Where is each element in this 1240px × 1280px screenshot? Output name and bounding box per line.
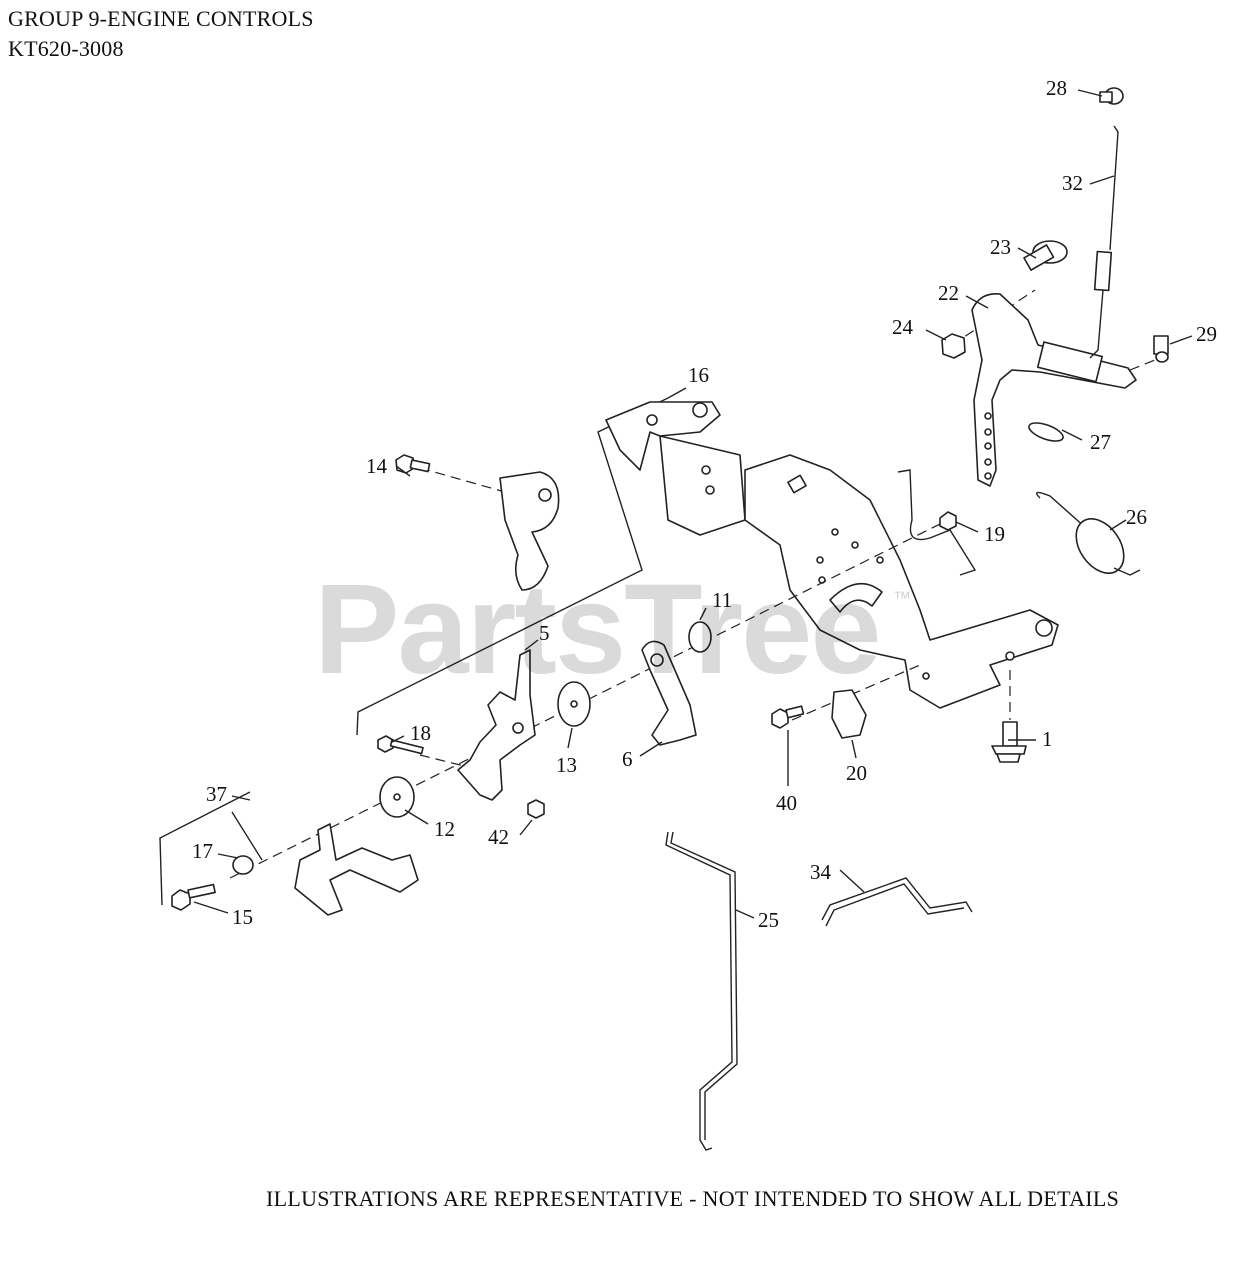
bolt-part-1 bbox=[991, 721, 1027, 763]
callout-26: 26 bbox=[1126, 505, 1147, 529]
washer-part-11 bbox=[688, 621, 712, 653]
partstree-watermark: PartsTree bbox=[314, 558, 881, 701]
engine-model-number: KT620-3008 bbox=[8, 36, 124, 61]
bracket-line-37 bbox=[159, 791, 251, 906]
callout-29: 29 bbox=[1196, 322, 1217, 346]
governor-lever-part-6 bbox=[641, 640, 697, 746]
callout-24: 24 bbox=[892, 315, 913, 339]
pin-part-23 bbox=[1023, 240, 1068, 271]
nut-part-24 bbox=[941, 333, 966, 359]
assembly-axis-29 bbox=[1129, 357, 1161, 371]
callout-40: 40 bbox=[776, 791, 797, 815]
callout-28: 28 bbox=[1046, 76, 1067, 100]
fitting-part-28 bbox=[1099, 87, 1124, 105]
callout-23: 23 bbox=[990, 235, 1011, 259]
diagram-group-title: GROUP 9-ENGINE CONTROLS bbox=[8, 6, 314, 31]
throttle-lever-part-5 bbox=[457, 649, 536, 801]
callout-14: 14 bbox=[366, 454, 387, 478]
assembly-axis-main bbox=[229, 517, 953, 879]
control-lever-part-37 bbox=[294, 823, 419, 916]
washer-part-17 bbox=[232, 855, 254, 875]
callout-17: 17 bbox=[192, 839, 213, 863]
spring-part-26 bbox=[1036, 491, 1141, 576]
choke-rod-part-34 bbox=[821, 877, 973, 921]
spring-rod-part-32 bbox=[1089, 125, 1119, 359]
bolt-part-15 bbox=[171, 883, 216, 911]
throttle-spring-part-19 bbox=[897, 469, 977, 576]
clip-part-20 bbox=[831, 689, 867, 739]
callout-15: 15 bbox=[232, 905, 253, 929]
bolt-part-40 bbox=[771, 705, 805, 729]
nut-part-19 bbox=[939, 511, 957, 531]
callout-13: 13 bbox=[556, 753, 577, 777]
clip-part-29 bbox=[1153, 335, 1169, 363]
callout-34: 34 bbox=[810, 860, 831, 884]
callout-11: 11 bbox=[712, 588, 733, 612]
throttle-control-lever-part-22 bbox=[971, 293, 1137, 487]
watermark-trademark: ™ bbox=[893, 588, 911, 608]
callout-18: 18 bbox=[410, 721, 431, 745]
callout-25: 25 bbox=[758, 908, 779, 932]
callout-6: 6 bbox=[622, 747, 633, 771]
control-bracket-part-16 bbox=[605, 401, 1059, 709]
spring-part-27 bbox=[1028, 422, 1064, 442]
callout-22: 22 bbox=[938, 281, 959, 305]
assembly-axis-bolt-40 bbox=[791, 664, 921, 721]
callout-16: 16 bbox=[688, 363, 709, 387]
callout-37: 37 bbox=[206, 782, 227, 806]
illustration-disclaimer: ILLUSTRATIONS ARE REPRESENTATIVE - NOT I… bbox=[266, 1186, 1120, 1211]
bolt-part-18 bbox=[377, 735, 424, 755]
governor-rod-part-25 bbox=[665, 831, 733, 1151]
callout-27: 27 bbox=[1090, 430, 1111, 454]
nut-part-42 bbox=[527, 799, 545, 819]
callout-leaders bbox=[193, 89, 1193, 919]
callout-1: 1 bbox=[1042, 727, 1053, 751]
callout-32: 32 bbox=[1062, 171, 1083, 195]
assembly-axis-bolt-14 bbox=[419, 467, 506, 493]
callout-19: 19 bbox=[984, 522, 1005, 546]
callout-12: 12 bbox=[434, 817, 455, 841]
callout-20: 20 bbox=[846, 761, 867, 785]
callout-42: 42 bbox=[488, 825, 509, 849]
bracket-line-37b bbox=[231, 811, 263, 861]
callout-5: 5 bbox=[539, 621, 550, 645]
